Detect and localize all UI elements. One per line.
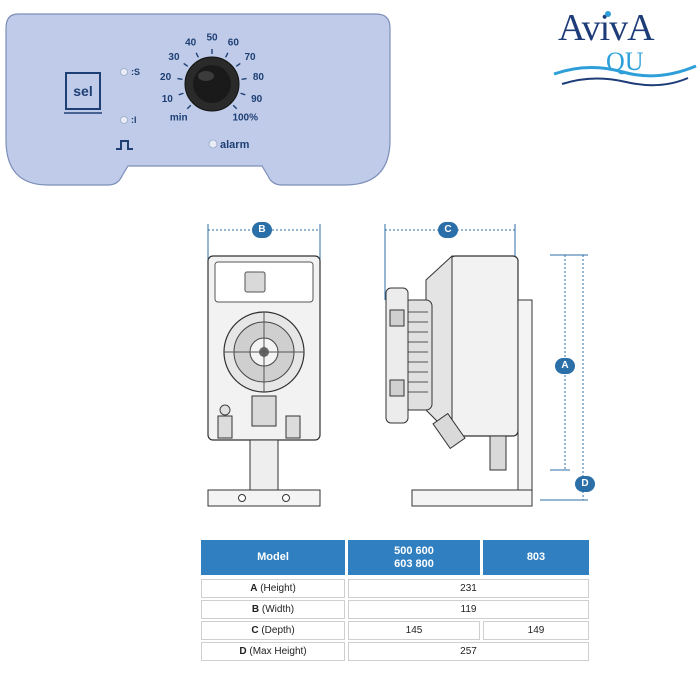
dial-tick	[178, 92, 184, 96]
speed-dial[interactable]	[184, 56, 240, 112]
alarm-led	[208, 139, 218, 149]
dial-scale	[177, 49, 247, 110]
row-b-letter: B	[251, 604, 260, 615]
table-header-model-803: 803	[483, 540, 589, 575]
s-led-label: :S	[131, 67, 140, 77]
dial-scale-label: 40	[185, 38, 197, 49]
table-row-a-value: 231	[348, 579, 589, 598]
table-header-models-500-800: 500 600 603 800	[348, 540, 480, 575]
dial-tick	[232, 104, 238, 110]
table-row-a-label: A (Height)	[201, 579, 345, 598]
dial-tick	[241, 77, 247, 80]
side-view-pump	[385, 254, 533, 507]
table-row-d-value: 257	[348, 642, 589, 661]
dimension-d-badge: D	[575, 476, 595, 492]
row-a-letter: A	[250, 583, 258, 594]
dial-scale-label: 70	[244, 52, 256, 63]
aviva-aqua-logo: AvivA QU	[553, 7, 697, 87]
row-b-desc: (Width)	[261, 604, 295, 615]
dial-highlight	[198, 71, 214, 81]
dial-tick	[177, 77, 183, 80]
dial-tick	[240, 92, 246, 96]
dial-scale-label: 30	[168, 52, 180, 63]
dial-scale-label: min	[170, 113, 188, 124]
dial-scale-label: 90	[251, 94, 263, 105]
dial-scale-labels: min 10 20 30 40 50 60 70 80 90 100%	[160, 33, 264, 124]
sel-label: sel	[73, 83, 92, 99]
s-led	[120, 68, 128, 76]
row-c-desc: (Depth)	[261, 625, 295, 636]
pulse-icon	[116, 140, 133, 150]
dial-tick	[224, 52, 229, 58]
sel-button[interactable]	[65, 72, 101, 110]
dimension-b-badge: B	[252, 222, 272, 238]
dial-scale-label: 20	[160, 72, 172, 83]
row-d-letter: D	[239, 646, 247, 657]
dial-tick	[186, 104, 192, 110]
logo-wave-2	[561, 77, 689, 87]
table-row-c-value-b: 149	[483, 621, 589, 640]
pump-drawings	[207, 224, 533, 507]
dial-scale-label: 80	[253, 72, 265, 83]
table-header-model: Model	[201, 540, 345, 575]
i-led	[120, 116, 128, 124]
dial-scale-label: 100%	[232, 113, 258, 124]
alarm-label: alarm	[220, 139, 250, 151]
dimension-c-badge: C	[438, 222, 458, 238]
dial-scale-label: 50	[206, 33, 218, 44]
table-row-d-label: D (Max Height)	[201, 642, 345, 661]
dial-scale-label: 10	[162, 94, 174, 105]
table-row-c-label: C (Depth)	[201, 621, 345, 640]
table-row-c-value-a: 145	[348, 621, 480, 640]
dial-scale-label: 60	[228, 38, 240, 49]
vertical-dimension-lines	[540, 254, 588, 501]
logo-dot	[605, 11, 611, 17]
dial-tick	[195, 52, 200, 58]
i-led-label: :I	[131, 115, 137, 125]
control-panel: sel :S :I min 10 20 30 40 50 60 70 80 90 100% alar…	[5, 13, 391, 186]
logo-wave-1	[553, 64, 697, 78]
dimension-a-badge: A	[555, 358, 575, 374]
row-d-desc: (Max Height)	[249, 646, 307, 657]
dial-tick	[183, 62, 189, 67]
front-view-pump	[207, 255, 321, 507]
row-c-letter: C	[251, 625, 259, 636]
table-row-b-value: 119	[348, 600, 589, 619]
dial-inner	[193, 65, 231, 103]
dial-tick	[235, 62, 241, 67]
row-a-desc: (Height)	[260, 583, 296, 594]
table-row-b-label: B (Width)	[201, 600, 345, 619]
